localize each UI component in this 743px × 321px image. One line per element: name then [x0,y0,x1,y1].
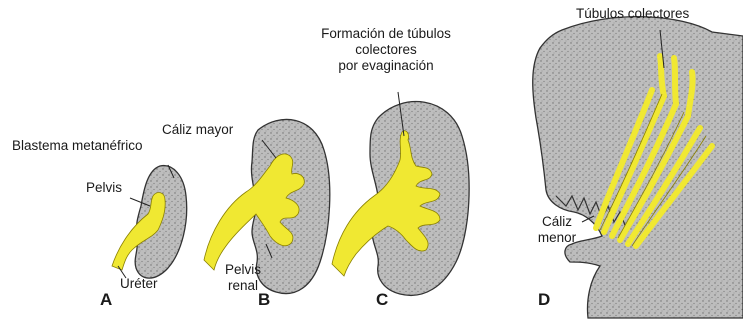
section-d [533,17,743,318]
panel-label-d: D [538,290,550,310]
label-blastema-metanefrico: Blastema metanéfrico [12,138,143,154]
label-formacion-line2: colectores [298,42,474,58]
kidney-a [112,166,187,279]
label-pelvis: Pelvis [86,180,122,196]
label-caliz-menor-line2: menor [534,230,580,246]
panel-label-b: B [258,290,270,310]
label-formacion-line1: Formación de túbulos [298,26,474,42]
panel-label-a: A [100,290,112,310]
kidney-c [332,102,469,296]
label-formacion-line3: por evaginación [298,58,474,74]
label-caliz-menor: Cáliz menor [534,214,580,246]
label-pelvis-renal-line1: Pelvis [218,262,268,278]
section-d-tissue [533,17,743,318]
label-caliz-mayor: Cáliz mayor [162,122,233,138]
label-caliz-menor-line1: Cáliz [534,214,580,230]
panel-label-c: C [376,290,388,310]
label-formacion-tubulos: Formación de túbulos colectores por evag… [298,26,474,74]
label-tubulos-colectores: Túbulos colectores [576,6,689,22]
label-ureter: Uréter [120,276,158,292]
